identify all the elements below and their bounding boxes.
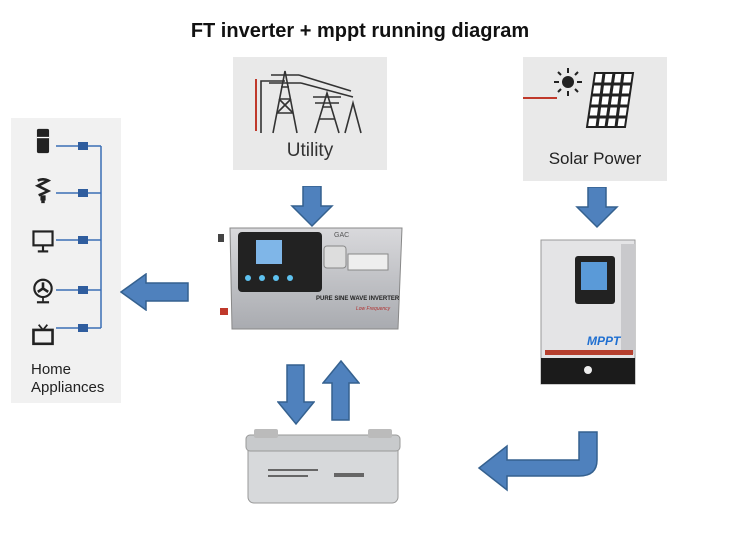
home-appliances-label: Home Appliances [31, 361, 104, 397]
inverter-text-main: PURE SINE WAVE INVERTER [316, 296, 400, 302]
mppt-body [540, 239, 636, 385]
tv-icon [32, 324, 54, 346]
utility-label: Utility [286, 140, 334, 161]
sun-icon [554, 68, 582, 96]
light-bulb-icon [34, 178, 52, 204]
inverter-text-sub: Low Frequency [356, 306, 391, 312]
mppt-label: MPPT [587, 334, 621, 348]
solar-module-icon [585, 72, 635, 128]
solar-panel-box: Solar Power [523, 57, 667, 181]
solar-wire [523, 97, 557, 99]
fan-icon [33, 278, 53, 304]
inverter-brand: GAC [334, 232, 350, 239]
fridge-icon [36, 128, 50, 154]
home-label-line2: Appliances [31, 379, 105, 396]
diagram-title: FT inverter + mppt running diagram [190, 20, 530, 42]
arrow-inverter-to-home [120, 273, 189, 311]
home-appliances-panel: Home Appliances [11, 118, 121, 403]
solar-label: Solar Power [548, 149, 642, 168]
inverter-body [218, 227, 403, 330]
arrow-utility-to-inverter [290, 186, 334, 228]
mppt-controller: MPPT [539, 238, 639, 388]
monitor-icon [32, 230, 54, 253]
battery [244, 425, 402, 505]
home-label-line1: Home [31, 361, 72, 378]
arrow-mppt-to-battery [477, 431, 598, 492]
power-tower-icon [255, 70, 362, 134]
arrow-battery-to-inverter [322, 360, 360, 421]
inverter-device: GAC PURE SINE WAVE INVERTER Low Frequenc… [218, 226, 404, 331]
arrow-solar-to-mppt [575, 187, 619, 229]
power-cables [56, 142, 102, 332]
utility-panel: Utility [233, 57, 387, 170]
arrow-inverter-to-battery [277, 364, 315, 426]
battery-body [245, 429, 401, 504]
